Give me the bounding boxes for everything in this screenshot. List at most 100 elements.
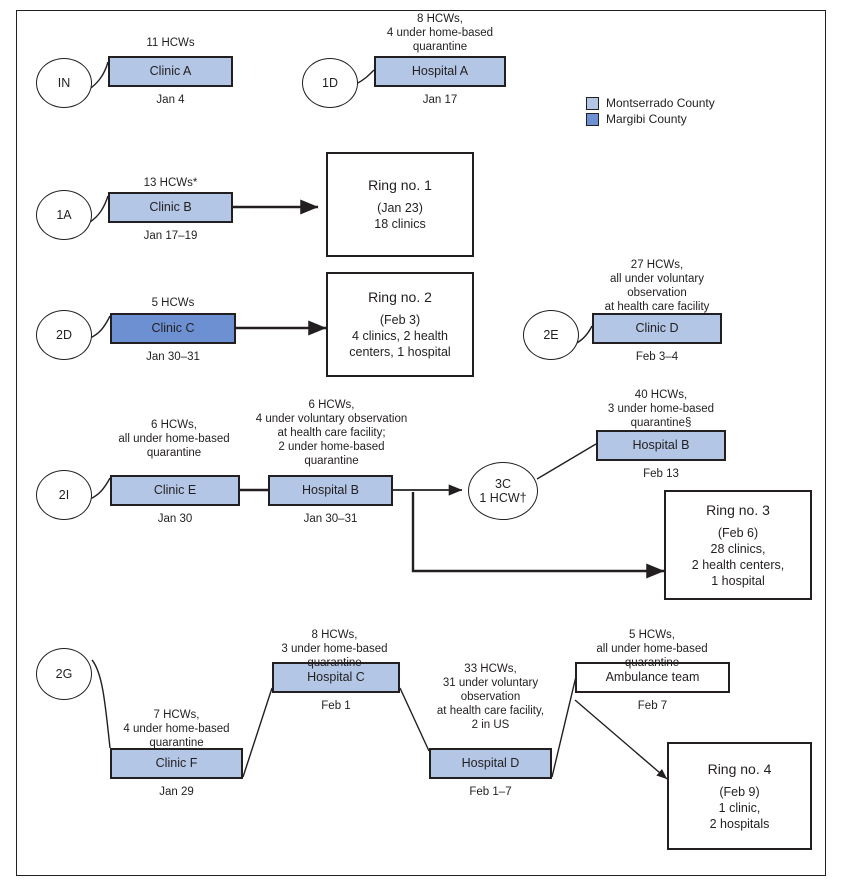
- node-clinic-d-label: Clinic D: [635, 320, 679, 335]
- node-hospital-a[interactable]: Hospital A: [374, 56, 506, 87]
- oval-3c[interactable]: 3C 1 HCW†: [468, 462, 538, 520]
- ring-4-title: Ring no. 4: [707, 760, 772, 777]
- node-clinic-a-label: Clinic A: [149, 63, 192, 78]
- ring-3-date: (Feb 6): [717, 525, 759, 540]
- caption-hospital-d-hcw: 33 HCWs, 31 under voluntary observation …: [436, 663, 545, 732]
- date-hospital-b2: Feb 13: [643, 468, 679, 480]
- legend-item-margibi: Margibi County: [586, 112, 715, 126]
- figure-border: [16, 10, 826, 876]
- node-clinic-e[interactable]: Clinic E: [110, 475, 240, 506]
- montserrado-swatch: [586, 96, 599, 110]
- node-clinic-c-label: Clinic C: [151, 320, 195, 335]
- oval-1a[interactable]: 1A: [36, 190, 92, 240]
- oval-1a-label: 1A: [56, 207, 72, 222]
- caption-clinic-f-hcw: 7 HCWs, 4 under home-based quarantine: [123, 709, 230, 750]
- edge-1d-hospital-a: [355, 69, 375, 85]
- ring-3-title: Ring no. 3: [706, 501, 770, 518]
- oval-2e[interactable]: 2E: [523, 310, 579, 360]
- caption-hospital-c-hcw: 8 HCWs, 3 under home-based quarantine: [281, 629, 388, 670]
- oval-3c-sublabel: 1 HCW†: [479, 491, 527, 505]
- date-hospital-b1: Jan 30–31: [303, 513, 358, 525]
- caption-clinic-d-hcw: 27 HCWs, all under voluntary observation…: [604, 259, 710, 314]
- ring-4-date: (Feb 9): [719, 784, 760, 799]
- edge-2g-clinic-f: [91, 659, 111, 749]
- date-clinic-c: Jan 30–31: [146, 351, 200, 363]
- edge-ambulance-ring4: [574, 699, 668, 780]
- node-hospital-a-label: Hospital A: [411, 63, 469, 78]
- node-clinic-b-label: Clinic B: [149, 199, 192, 214]
- ring-1-detail: 18 clinics: [374, 217, 426, 231]
- node-clinic-e-label: Clinic E: [153, 482, 197, 497]
- oval-2d[interactable]: 2D: [36, 310, 92, 360]
- node-ambulance-team[interactable]: Ambulance team: [575, 662, 730, 693]
- edge-hospital-d-ambulance: [551, 667, 579, 778]
- oval-in-label: IN: [57, 75, 71, 90]
- ring-2-detail: 4 clinics, 2 health centers, 1 hospital: [349, 329, 451, 359]
- date-ambulance: Feb 7: [637, 700, 668, 712]
- caption-clinic-c-hcw: 5 HCWs: [151, 297, 195, 309]
- date-clinic-e: Jan 30: [157, 513, 193, 525]
- node-hospital-d[interactable]: Hospital D: [429, 748, 552, 779]
- ring-3-detail: 28 clinics, 2 health centers, 1 hospital: [691, 541, 785, 588]
- node-hospital-d-label: Hospital D: [461, 755, 520, 770]
- oval-2g[interactable]: 2G: [36, 648, 92, 700]
- ring-2-title: Ring no. 2: [368, 289, 432, 305]
- legend-label-margibi: Margibi County: [606, 112, 687, 126]
- date-hospital-d: Feb 1–7: [469, 786, 512, 798]
- node-clinic-c[interactable]: Clinic C: [110, 313, 236, 344]
- ring-box-3[interactable]: Ring no. 3 (Feb 6) 28 clinics, 2 health …: [664, 490, 812, 600]
- edge-3c-hospital-b2: [536, 443, 597, 480]
- node-hospital-b2[interactable]: Hospital B: [596, 430, 726, 461]
- ring-box-2[interactable]: Ring no. 2 (Feb 3) 4 clinics, 2 health c…: [326, 272, 474, 377]
- date-clinic-f: Jan 29: [159, 786, 194, 798]
- edge-1a-clinic-b: [89, 195, 109, 223]
- oval-2e-label: 2E: [543, 327, 559, 342]
- margibi-swatch: [586, 112, 599, 126]
- edge-hospital-b1-ring3-elbow: [411, 492, 665, 579]
- node-clinic-a[interactable]: Clinic A: [108, 56, 233, 87]
- node-clinic-b[interactable]: Clinic B: [108, 192, 233, 223]
- date-hospital-c: Feb 1: [321, 700, 351, 712]
- node-hospital-c-label: Hospital C: [307, 669, 365, 684]
- ring-box-4[interactable]: Ring no. 4 (Feb 9) 1 clinic, 2 hospitals: [667, 742, 812, 850]
- edge-hospital-c-hospital-d: [399, 687, 430, 752]
- node-clinic-f-label: Clinic F: [155, 755, 198, 770]
- node-hospital-b1[interactable]: Hospital B: [268, 475, 393, 506]
- ring-box-1[interactable]: Ring no. 1 (Jan 23) 18 clinics: [326, 152, 474, 257]
- oval-3c-label: 3C: [495, 476, 511, 491]
- date-clinic-a: Jan 4: [156, 94, 185, 106]
- legend: Montserrado County Margibi County: [586, 96, 715, 128]
- ring-4-detail: 1 clinic, 2 hospitals: [709, 800, 770, 831]
- legend-label-montserrado: Montserrado County: [606, 96, 715, 110]
- node-hospital-b2-label: Hospital B: [632, 437, 690, 452]
- legend-item-montserrado: Montserrado County: [586, 96, 715, 110]
- oval-2i-label: 2I: [58, 487, 70, 502]
- oval-2i[interactable]: 2I: [36, 470, 92, 520]
- ring-1-date: (Jan 23): [377, 201, 423, 215]
- node-clinic-f[interactable]: Clinic F: [110, 748, 243, 779]
- oval-in[interactable]: IN: [36, 58, 92, 108]
- caption-clinic-e-hcw: 6 HCWs, all under home-based quarantine: [118, 419, 230, 460]
- caption-clinic-b-hcw: 13 HCWs*: [143, 177, 198, 189]
- caption-hospital-b1-hcw: 6 HCWs, 4 under voluntary observation at…: [255, 399, 408, 468]
- edge-2i-clinic-e: [89, 477, 111, 500]
- oval-1d[interactable]: 1D: [302, 58, 358, 108]
- caption-hospital-b2-hcw: 40 HCWs, 3 under home-based quarantine§: [607, 389, 715, 430]
- ring-2-date: (Feb 3): [379, 313, 421, 327]
- node-hospital-c[interactable]: Hospital C: [272, 662, 400, 693]
- caption-ambulance-hcw: 5 HCWs, all under home-based quarantine: [596, 629, 708, 670]
- edge-2d-clinic-c-line: [89, 315, 111, 339]
- node-clinic-d[interactable]: Clinic D: [592, 313, 722, 344]
- edge-clinic-f-hospital-c: [242, 687, 273, 778]
- oval-2g-label: 2G: [55, 666, 73, 681]
- caption-hospital-a-hcw: 8 HCWs, 4 under home-based quarantine: [386, 13, 494, 54]
- date-clinic-d: Feb 3–4: [635, 351, 679, 363]
- ring-1-title: Ring no. 1: [368, 177, 432, 193]
- date-hospital-a: Jan 17: [422, 94, 458, 106]
- oval-1d-label: 1D: [322, 75, 338, 90]
- node-hospital-b1-label: Hospital B: [302, 482, 359, 497]
- date-clinic-b: Jan 17–19: [143, 230, 198, 242]
- oval-2d-label: 2D: [56, 327, 72, 342]
